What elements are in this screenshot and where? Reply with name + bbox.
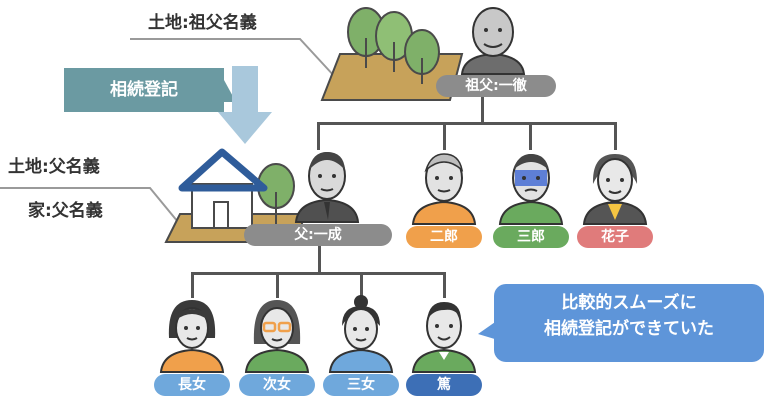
- tree-connector: [529, 122, 532, 150]
- speech-bubble: 比較的スムーズに 相続登記ができていた: [494, 284, 764, 362]
- land-father-label: 土地:父名義: [8, 157, 100, 177]
- tree-connector: [191, 272, 446, 275]
- tree-connector: [481, 97, 484, 123]
- atsushi-avatar: [411, 302, 477, 373]
- land-grandfather-label: 土地:祖父名義: [148, 13, 257, 33]
- tree-connector: [317, 122, 320, 150]
- down-arrow-icon: [218, 66, 272, 144]
- bubble-line-1: 比較的スムーズに: [561, 293, 697, 313]
- grandfather-land-illustration: [320, 7, 464, 101]
- third-daughter-name: 三女: [323, 374, 399, 396]
- inheritance-registration-tag: 相続登記: [64, 68, 224, 112]
- tree-connector: [614, 122, 617, 150]
- house-father-label: 家:父名義: [28, 201, 103, 221]
- jiro-name: 二郎: [406, 226, 482, 248]
- eldest-daughter-avatar: [159, 300, 225, 373]
- father-name: 父:一成: [244, 224, 392, 246]
- tree-connector: [360, 272, 363, 298]
- second-daughter-avatar: [244, 300, 310, 373]
- tree-connector: [318, 246, 321, 274]
- grandfather-name: 祖父:一徹: [436, 75, 556, 97]
- grandfather-avatar: [460, 7, 526, 75]
- atsushi-name: 篤: [406, 374, 482, 396]
- tree-connector: [191, 272, 194, 298]
- second-daughter-name: 次女: [239, 374, 315, 396]
- tree-connector: [317, 122, 617, 125]
- tree-connector: [443, 272, 446, 298]
- hanako-avatar: [582, 154, 648, 225]
- father-avatar: [294, 152, 360, 223]
- tag-pointer: [214, 80, 236, 102]
- saburo-name: 三郎: [493, 226, 569, 248]
- saburo-avatar: [498, 154, 564, 225]
- jiro-avatar: [411, 153, 477, 225]
- tree-connector: [443, 122, 446, 150]
- bubble-tail: [478, 320, 498, 340]
- hanako-name: 花子: [577, 226, 653, 248]
- tree-connector: [276, 272, 279, 298]
- third-daughter-avatar: [328, 295, 394, 373]
- eldest-daughter-name: 長女: [154, 374, 230, 396]
- bubble-line-2: 相続登記ができていた: [544, 319, 714, 339]
